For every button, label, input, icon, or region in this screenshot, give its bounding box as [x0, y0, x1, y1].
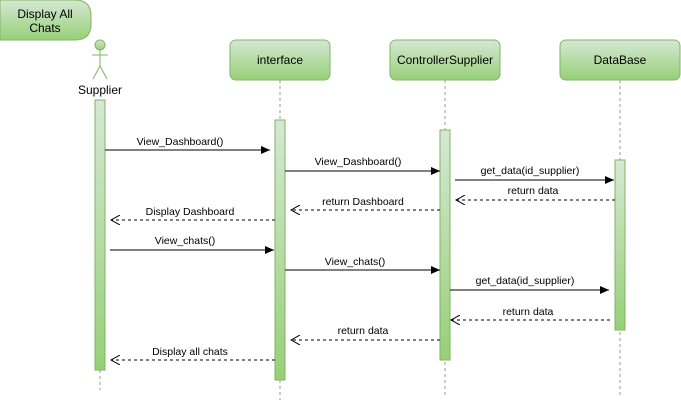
- frame-title-line2: Chats: [29, 21, 60, 35]
- actor-name: Supplier: [78, 83, 122, 97]
- messages: View_Dashboard() View_Dashboard() get_da…: [105, 136, 615, 360]
- message-call: get_data(id_supplier): [455, 165, 614, 184]
- activation-database: [614, 159, 626, 331]
- message-call: View_chats(): [110, 235, 274, 254]
- message-call: View_Dashboard(): [105, 136, 270, 154]
- participant-interface: interface: [229, 39, 331, 81]
- message-label: get_data(id_supplier): [481, 165, 580, 177]
- message-label: Display Dashboard: [146, 206, 235, 218]
- activation-interface: [274, 119, 286, 381]
- message-return: return data: [456, 185, 615, 200]
- participant-name: DataBase: [594, 53, 647, 67]
- message-label: View_chats(): [325, 256, 386, 268]
- message-label: View_chats(): [155, 235, 216, 247]
- activation-supplier: [94, 99, 106, 371]
- message-label: return data: [508, 185, 559, 197]
- participant-name: ControllerSupplier: [397, 53, 493, 67]
- message-label: return Dashboard: [322, 196, 404, 208]
- frame-label: Display All Chats: [0, 0, 92, 41]
- message-return: Display all chats: [111, 346, 275, 360]
- participant-controllersupplier: ControllerSupplier: [389, 39, 501, 81]
- message-label: return data: [338, 325, 389, 337]
- message-label: Display all chats: [152, 346, 228, 358]
- actor-supplier: Supplier: [78, 39, 122, 97]
- participant-database: DataBase: [559, 39, 681, 81]
- activation-controller: [439, 129, 451, 361]
- stick-figure-icon: [92, 39, 108, 80]
- message-return: Display Dashboard: [111, 206, 275, 220]
- message-return: return data: [451, 306, 610, 320]
- message-label: View_Dashboard(): [315, 156, 402, 168]
- message-label: return data: [503, 306, 554, 318]
- message-return: return data: [291, 325, 440, 340]
- frame-title-line1: Display All: [17, 7, 72, 21]
- participant-name: interface: [257, 53, 303, 67]
- message-call: View_chats(): [285, 256, 440, 274]
- message-label: View_Dashboard(): [137, 136, 224, 148]
- activation-bars: [94, 99, 626, 381]
- message-call: get_data(id_supplier): [450, 275, 609, 294]
- message-label: get_data(id_supplier): [476, 275, 575, 287]
- message-call: View_Dashboard(): [285, 156, 440, 175]
- message-return: return Dashboard: [291, 196, 440, 210]
